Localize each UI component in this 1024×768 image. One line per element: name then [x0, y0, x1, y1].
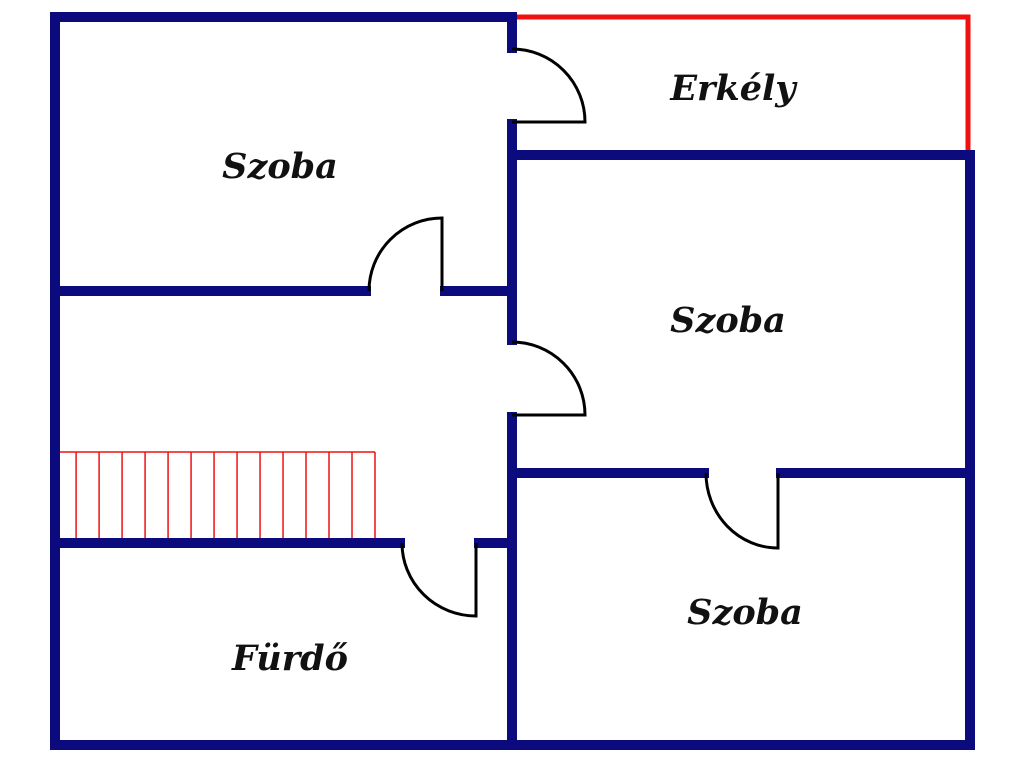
- door-top-room: [367, 216, 444, 292]
- room-label: Szoba: [222, 146, 338, 187]
- stairs: [60, 451, 376, 538]
- door-right-room: [511, 340, 587, 417]
- walls: [50, 12, 975, 750]
- door-bottom-room: [704, 472, 780, 550]
- room-label: Erkély: [669, 68, 798, 109]
- room-label: Szoba: [687, 592, 803, 633]
- doors: [367, 47, 780, 618]
- door-balcony: [511, 47, 587, 124]
- room-label: Szoba: [670, 300, 786, 341]
- door-bathroom: [400, 542, 478, 618]
- room-label: Fürdő: [231, 638, 348, 679]
- balcony-railing: [515, 14, 971, 150]
